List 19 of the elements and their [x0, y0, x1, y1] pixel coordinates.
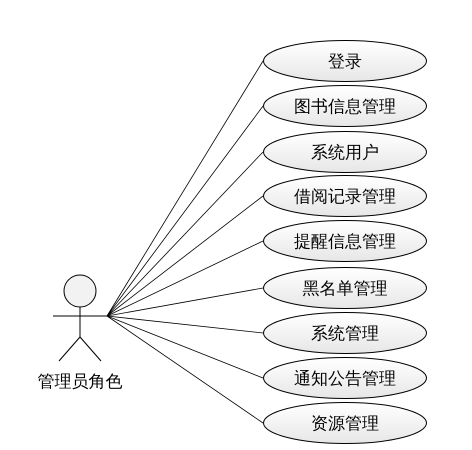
association-line — [106, 288, 264, 316]
association-line — [106, 196, 264, 316]
use-case-ellipse: 登录 — [263, 40, 427, 82]
use-case-ellipse: 提醒信息管理 — [263, 220, 427, 262]
use-case-ellipse: 通知公告管理 — [263, 357, 427, 399]
use-case-ellipse: 图书信息管理 — [263, 85, 427, 127]
association-line — [106, 240, 264, 316]
use-case-ellipse: 资源管理 — [263, 402, 427, 444]
association-line — [106, 316, 264, 424]
association-line — [106, 152, 264, 316]
association-line — [106, 106, 264, 316]
association-line — [106, 316, 264, 378]
use-case-ellipse: 黑名单管理 — [263, 267, 427, 309]
actor-label: 管理员角色 — [36, 371, 124, 393]
association-line — [106, 60, 264, 316]
use-case-ellipse: 系统管理 — [263, 312, 427, 354]
association-line — [106, 316, 264, 334]
use-case-ellipse: 借阅记录管理 — [263, 175, 427, 217]
use-case-ellipse: 系统用户 — [263, 131, 427, 173]
